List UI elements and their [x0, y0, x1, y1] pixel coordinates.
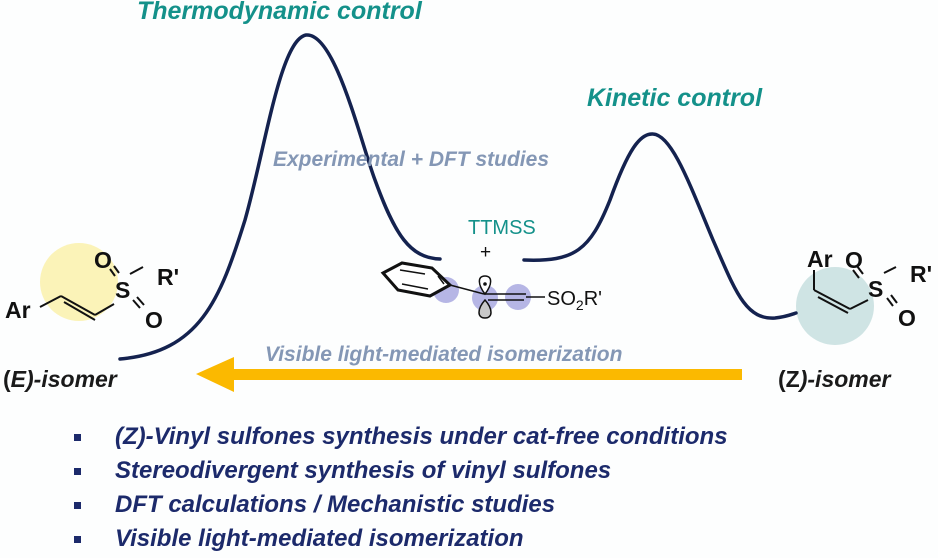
e-s-label: S [115, 277, 130, 303]
bullet-square-icon [74, 433, 81, 441]
z-letter: Z [785, 366, 800, 392]
z-suffix: )-isomer [799, 366, 891, 392]
e-suffix: )-isomer [26, 366, 117, 392]
list-item: Stereodivergent synthesis of vinyl sulfo… [72, 454, 728, 488]
ttmss-label: TTMSS [468, 217, 536, 239]
vinyl-radical-intermediate [380, 261, 545, 319]
bullet-square-icon [74, 467, 81, 475]
e-isomer-structure [39, 265, 145, 321]
z-o-top-label: O [845, 247, 863, 273]
z-isomer-structure [813, 265, 898, 314]
thermodynamic-control-label: Thermodynamic control [137, 0, 422, 25]
z-prefix: ( [778, 366, 786, 392]
bullet-text: Visible light-mediated isomerization [115, 525, 524, 552]
e-isomer-label: (E)-isomer [3, 366, 117, 393]
z-o-bottom-label: O [898, 305, 916, 331]
isomerization-arrow [196, 357, 742, 392]
z-isomer-label: (Z)-isomer [778, 366, 890, 393]
list-item: DFT calculations / Mechanistic studies [72, 488, 728, 522]
p-orbital-lower-lobe [478, 298, 492, 319]
e-letter: E [10, 366, 27, 392]
isomerization-label: Visible light-mediated isomerization [265, 343, 623, 366]
highlights-list: (Z)-Vinyl sulfones synthesis under cat-f… [72, 420, 728, 556]
list-item: (Z)-Vinyl sulfones synthesis under cat-f… [72, 420, 728, 454]
e-r-label: R' [157, 264, 179, 290]
bullet-text: Stereodivergent synthesis of vinyl sulfo… [115, 457, 612, 484]
thermodynamic-barrier-curve [118, 33, 442, 361]
e-o-top-label: O [94, 247, 112, 273]
orbital-terminal [505, 284, 531, 310]
experimental-dft-label: Experimental + DFT studies [273, 148, 549, 171]
e-isomer-highlight [40, 243, 118, 321]
bullet-text: DFT calculations / Mechanistic studies [115, 491, 556, 518]
kinetic-control-label: Kinetic control [587, 84, 763, 112]
bullet-text: (Z)-Vinyl sulfones synthesis under cat-f… [115, 423, 728, 450]
kinetic-barrier-curve [522, 132, 798, 320]
bullet-square-icon [74, 535, 81, 543]
z-ar-label: Ar [807, 246, 833, 272]
plus-sign: + [480, 242, 492, 263]
z-s-label: S [868, 276, 883, 302]
e-ar-label: Ar [5, 297, 31, 323]
e-prefix: ( [3, 366, 11, 392]
orbital-center [472, 285, 498, 311]
list-item: Visible light-mediated isomerization [72, 522, 728, 556]
bullet-square-icon [74, 501, 81, 509]
z-r-label: R' [910, 261, 932, 287]
e-o-bottom-label: O [145, 307, 163, 333]
intermediate-so2-label: SO2R' [547, 288, 602, 313]
